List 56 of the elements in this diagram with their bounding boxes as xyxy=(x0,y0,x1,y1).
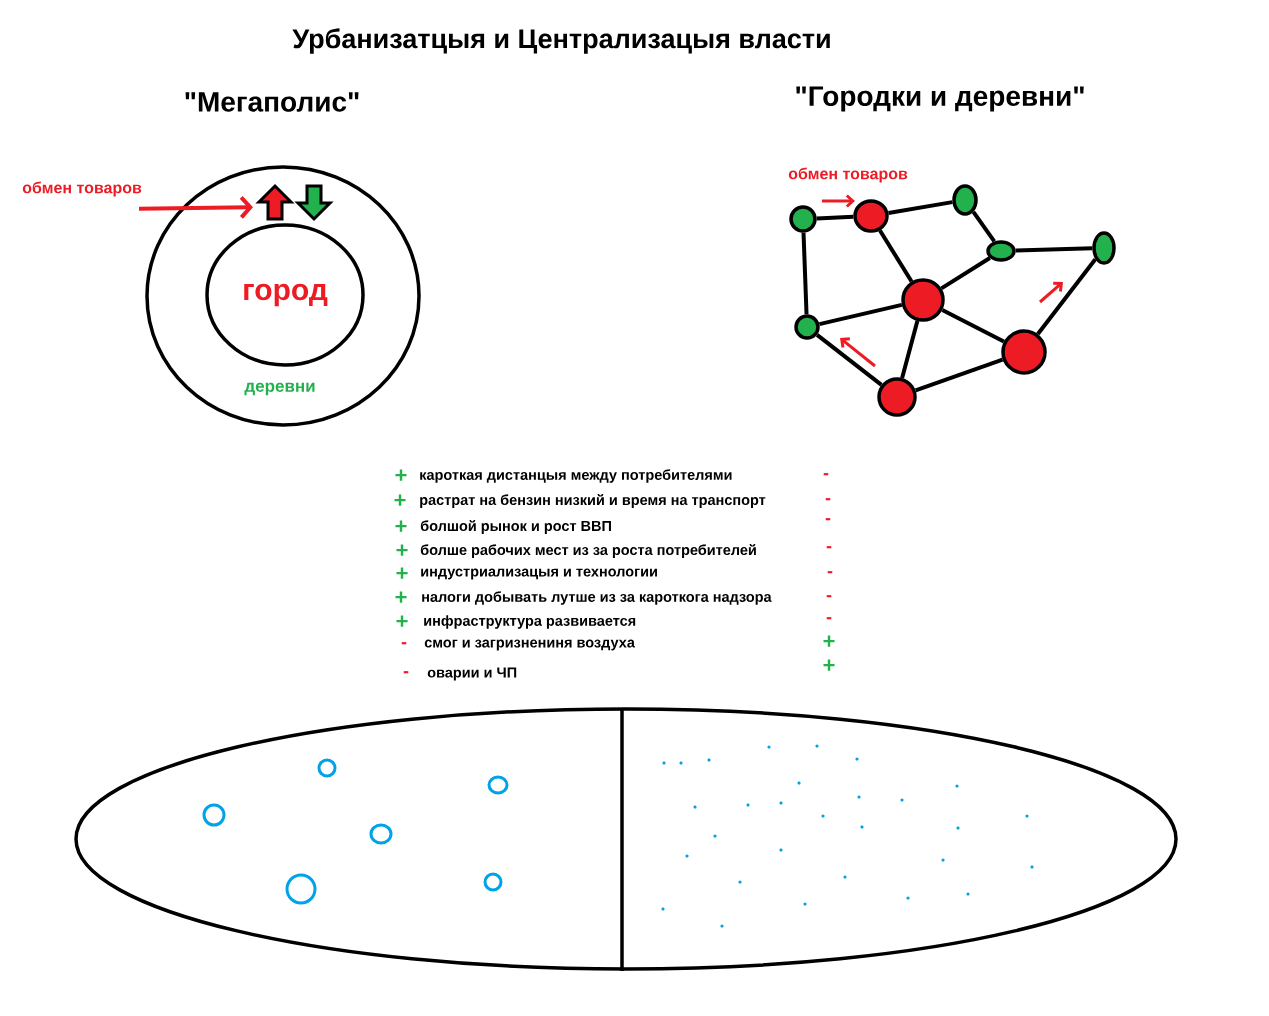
connector-line xyxy=(816,214,854,221)
minus-sign: - xyxy=(825,498,831,501)
connector-line xyxy=(815,333,883,387)
arrow xyxy=(139,196,253,219)
connector-line xyxy=(900,320,920,379)
plus-sign: + xyxy=(394,494,406,506)
plus-sign: + xyxy=(823,635,835,647)
heading: "Городки и деревни" xyxy=(796,86,1084,112)
connector-line xyxy=(818,302,903,327)
minus-sign: - xyxy=(401,642,407,645)
list-item: болшой рынок и рост ВВП xyxy=(420,520,611,534)
list-item: кароткая дистанцыя между потребителями xyxy=(420,469,732,483)
network-node xyxy=(901,278,945,322)
list-item: смог и загризнениня воздуха xyxy=(424,639,635,651)
connector-line xyxy=(971,210,996,243)
list-item: оварии и ЧП xyxy=(427,667,517,681)
minus-sign: - xyxy=(403,671,409,674)
callout-label: обмен товаров xyxy=(788,167,908,183)
minus-sign: - xyxy=(826,617,832,620)
title: Урбанизатцыя и Централизацыя власти xyxy=(292,28,830,54)
list-item: растрат на бензин низкий и время на транспорт xyxy=(420,494,766,508)
network-node xyxy=(877,377,917,417)
connector-line xyxy=(878,229,914,283)
minus-sign: - xyxy=(827,571,833,574)
network-node xyxy=(986,240,1016,262)
connector-line xyxy=(801,232,809,315)
minus-sign: - xyxy=(823,473,829,476)
network-node xyxy=(789,205,817,233)
connector-line xyxy=(1015,246,1093,253)
minus-sign: - xyxy=(826,546,832,549)
list-item: индустриализацыя и технологии xyxy=(421,568,657,580)
network-node xyxy=(1092,231,1116,265)
heading: "Мегаполис" xyxy=(185,92,359,112)
connector-line xyxy=(888,200,953,215)
connector-line xyxy=(941,308,1005,344)
network-node xyxy=(794,314,820,340)
minus-sign: - xyxy=(825,518,831,521)
minus-sign: - xyxy=(826,595,832,598)
plus-sign: + xyxy=(396,567,408,579)
plus-sign: + xyxy=(396,615,408,627)
plus-sign: + xyxy=(395,469,407,481)
list-item: налоги добывать лутше из за кароткога надзора xyxy=(422,591,772,605)
connector-line xyxy=(914,357,1004,393)
plus-sign: + xyxy=(823,659,835,671)
list-item: инфраструктура развивается xyxy=(424,615,636,629)
connector-line xyxy=(1036,258,1097,336)
plus-sign: + xyxy=(396,544,408,556)
plus-sign: + xyxy=(395,591,407,603)
network-node xyxy=(1001,329,1047,375)
network-node xyxy=(853,199,889,233)
list-item: болше рабочих мест из за роста потребителей xyxy=(420,544,756,558)
callout-label: обмен товаров xyxy=(22,181,142,197)
network-node xyxy=(952,184,978,216)
ring: город xyxy=(205,223,365,367)
connector-line xyxy=(940,256,991,291)
plus-sign: + xyxy=(395,520,407,532)
